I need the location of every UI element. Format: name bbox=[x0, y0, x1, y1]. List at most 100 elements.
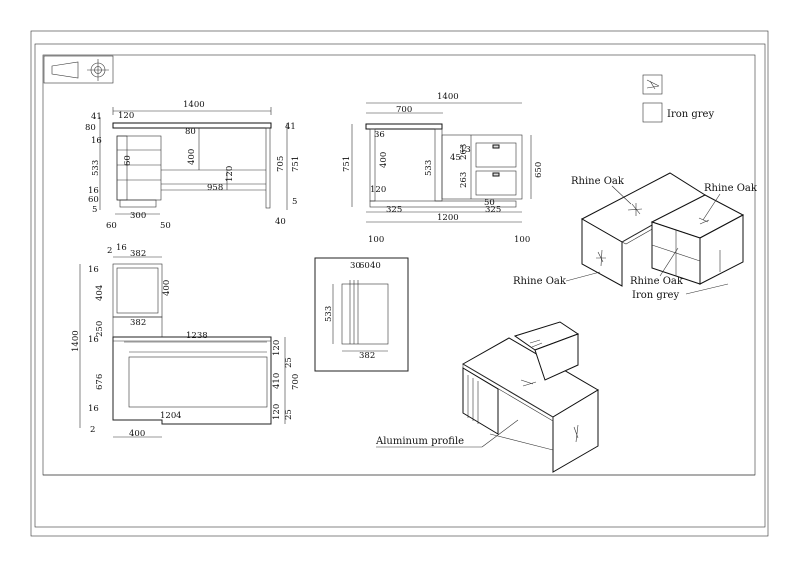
plan-dim-400: 400 bbox=[162, 280, 172, 296]
iso1-label-rhine-oak-bottom: Rhine Oak bbox=[630, 276, 684, 287]
plan-dim-1400: 1400 bbox=[71, 330, 81, 352]
plan-dim-4: 4 bbox=[176, 411, 181, 421]
plan-dim-404: 404 bbox=[95, 285, 105, 301]
front-dim-16a: 16 bbox=[91, 136, 102, 146]
front-dim-751: 751 bbox=[291, 156, 301, 172]
frustum-icon bbox=[51, 61, 79, 79]
plan-dim-410: 410 bbox=[272, 373, 282, 389]
crosshair-circle-icon bbox=[87, 59, 109, 81]
front-view: 1400 80 400 120 958 120 60 41 80 16 533 … bbox=[85, 100, 301, 231]
front-dim-120: 120 bbox=[225, 166, 235, 182]
front-dim-40: 40 bbox=[275, 217, 286, 227]
plan-dim-400b: 400 bbox=[129, 429, 145, 439]
detail-dim-533: 533 bbox=[324, 306, 334, 322]
iso2-pedestal bbox=[462, 367, 499, 435]
front-dim-958: 958 bbox=[207, 183, 223, 193]
side-dim-50: 50 bbox=[484, 198, 495, 208]
detail-dim-30: 30 bbox=[350, 261, 361, 271]
plan-dim-120b: 120 bbox=[272, 340, 282, 356]
iso1-label-iron-grey: Iron grey bbox=[632, 290, 679, 301]
side-dim-751: 751 bbox=[342, 156, 352, 172]
front-desktop bbox=[112, 122, 272, 129]
side-dim-400: 400 bbox=[379, 152, 389, 168]
iso1-label-rhine-oak-left: Rhine Oak bbox=[513, 276, 567, 287]
outer-frame bbox=[30, 30, 769, 537]
plan-desktop bbox=[112, 336, 272, 425]
plan-view: 382 2 16 382 400 1238 1400 16 404 250 16… bbox=[71, 243, 301, 439]
side-dim-100a: 100 bbox=[368, 235, 384, 245]
front-dim-16b: 16 bbox=[88, 186, 99, 196]
iso2-label-aluminum-profile: Aluminum profile bbox=[375, 436, 464, 447]
plan-dim-676: 676 bbox=[95, 374, 105, 390]
plan-dim-2b: 2 bbox=[90, 425, 95, 435]
side-desktop bbox=[365, 123, 443, 130]
side-dim-263a: 263 bbox=[459, 144, 469, 160]
plan-dim-120a: 120 bbox=[160, 411, 176, 421]
front-dim-533: 533 bbox=[91, 160, 101, 176]
front-dim-80: 80 bbox=[185, 127, 196, 137]
plan-dim-16a: 16 bbox=[116, 243, 127, 253]
front-dim-120-top: 120 bbox=[118, 111, 134, 121]
front-dim-41: 41 bbox=[91, 112, 102, 122]
iron-grey-legend-label: Iron grey bbox=[667, 109, 714, 120]
side-dim-45: 45 bbox=[450, 153, 461, 163]
material-legend: Iron grey bbox=[642, 74, 714, 123]
side-dim-700: 700 bbox=[396, 105, 412, 115]
plan-cabinet bbox=[112, 263, 163, 318]
side-drawer-top bbox=[475, 142, 517, 168]
plan-dim-382: 382 bbox=[130, 249, 146, 259]
iso-view-2: Aluminum profile bbox=[375, 321, 599, 473]
front-width-dim: 1400 bbox=[183, 100, 205, 110]
side-dim-325b: 325 bbox=[485, 205, 501, 215]
side-view: 1400 700 36 400 533 120 45 263 263 13 75… bbox=[342, 92, 544, 245]
side-dim-13: 13 bbox=[460, 145, 471, 155]
iso1-label-rhine-oak-top: Rhine Oak bbox=[571, 176, 625, 187]
side-dim-650: 650 bbox=[534, 162, 544, 178]
side-cabinet bbox=[441, 134, 523, 200]
wood-grain-icon bbox=[642, 74, 663, 95]
plan-dim-382b: 382 bbox=[130, 318, 146, 328]
iso1-wood-grain-icon bbox=[627, 203, 643, 216]
front-dim-60: 60 bbox=[123, 155, 133, 166]
front-dim-705: 705 bbox=[276, 156, 286, 172]
front-dim-400: 400 bbox=[187, 149, 197, 165]
iso2-cabinet bbox=[534, 333, 579, 381]
front-pedestal bbox=[116, 135, 162, 201]
front-dim-5: 5 bbox=[92, 205, 97, 215]
detail-dim-382: 382 bbox=[359, 351, 375, 361]
side-dim-263b: 263 bbox=[459, 172, 469, 188]
detail-dim-40: 40 bbox=[370, 261, 381, 271]
front-dim-50: 50 bbox=[160, 221, 171, 231]
side-width-dim: 1400 bbox=[437, 92, 459, 102]
plan-dim-25b: 25 bbox=[284, 409, 294, 420]
plan-dim-25a: 25 bbox=[284, 357, 294, 368]
side-dim-325a: 325 bbox=[386, 205, 402, 215]
side-dim-36: 36 bbox=[374, 130, 385, 140]
iron-grey-swatch bbox=[642, 102, 663, 123]
plan-dim-120c: 120 bbox=[272, 404, 282, 420]
front-dim-300: 300 bbox=[130, 211, 146, 221]
front-right-leg bbox=[265, 127, 271, 209]
detail-dim-60: 60 bbox=[359, 261, 370, 271]
drawing-area-frame bbox=[42, 54, 756, 476]
plan-dim-16c: 16 bbox=[88, 335, 99, 345]
plan-dim-250: 250 bbox=[95, 321, 105, 337]
side-dim-533: 533 bbox=[424, 160, 434, 176]
front-dim-80-left: 80 bbox=[85, 123, 96, 133]
front-dim-60-left: 60 bbox=[88, 195, 99, 205]
side-dim-100b: 100 bbox=[514, 235, 530, 245]
side-dim-120: 120 bbox=[370, 185, 386, 195]
detail-panel bbox=[341, 283, 389, 345]
plan-dim-16d: 16 bbox=[88, 404, 99, 414]
inner-frame bbox=[34, 43, 766, 528]
front-dim-5-right: 5 bbox=[292, 197, 297, 207]
iso-view-1: Rhine Oak Rhine Oak Rhine Oak Rhine Oak … bbox=[513, 172, 758, 301]
plan-dim-1238: 1238 bbox=[186, 331, 208, 341]
side-drawer-bottom bbox=[475, 170, 517, 196]
front-dim-60-bottom: 60 bbox=[106, 221, 117, 231]
front-dim-41-right: 41 bbox=[285, 122, 296, 132]
projection-symbol bbox=[43, 55, 114, 84]
plan-dim-700: 700 bbox=[291, 374, 301, 390]
side-dim-1200: 1200 bbox=[437, 213, 459, 223]
